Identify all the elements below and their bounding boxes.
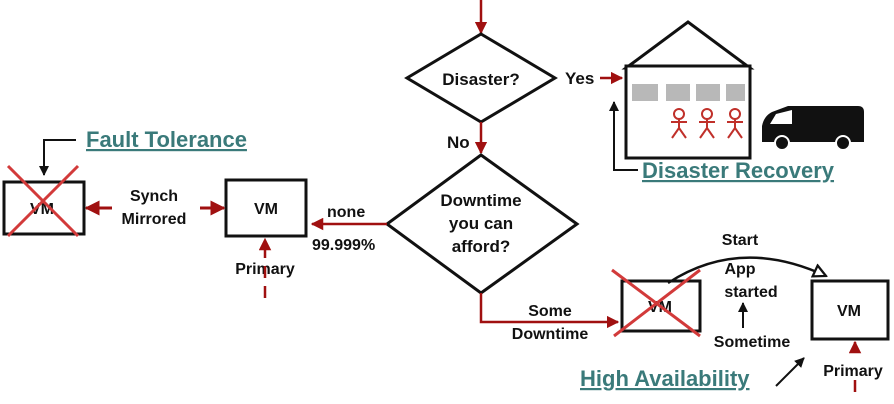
downtime-line-2: you can — [449, 214, 513, 233]
primary-ha-label-bg — [816, 357, 892, 379]
started-label: started — [724, 284, 777, 301]
person-icon — [699, 108, 715, 139]
van-icon — [762, 106, 864, 151]
start-label: Start — [722, 232, 759, 249]
disaster-recovery-title: Disaster Recovery — [642, 158, 835, 183]
downtime-line-1: Downtime — [440, 191, 521, 210]
start-label-bg — [716, 228, 766, 246]
some-downtime-arrow — [479, 293, 620, 329]
downtime-line-3: afford? — [452, 237, 511, 256]
fault-tolerance-pointer — [39, 139, 76, 176]
start-arc-arrow — [667, 256, 826, 285]
primary-vm-label: VM — [254, 201, 278, 218]
person-icon — [727, 108, 743, 139]
downtime-edge-label: Downtime — [512, 326, 589, 343]
yes-label: Yes — [565, 69, 594, 88]
some-label: Some — [528, 303, 572, 320]
sometime-label: Sometime — [714, 334, 791, 351]
availability-label: 99.999% — [312, 237, 375, 254]
person-icon — [671, 108, 687, 139]
high-availability-title: High Availability — [580, 366, 750, 391]
high-availability-pointer — [775, 357, 805, 387]
synch-label: Synch — [130, 188, 178, 205]
fault-tolerance-title: Fault Tolerance — [86, 127, 247, 152]
disaster-label: Disaster? — [442, 70, 519, 89]
disaster-recovery-pointer — [609, 101, 638, 171]
synch-label-bg — [112, 184, 200, 228]
cross-icon — [613, 268, 701, 338]
mirrored-label: Mirrored — [122, 211, 187, 228]
app-label: App — [724, 261, 755, 278]
no-label: No — [447, 133, 470, 152]
standby-vm-box — [810, 279, 890, 341]
primary-vm-box — [224, 178, 308, 238]
standby-vm-label: VM — [837, 303, 861, 320]
none-label: none — [327, 204, 365, 221]
cross-icon — [6, 164, 80, 238]
primary-label-ha: Primary — [823, 363, 883, 380]
warehouse-icon — [621, 20, 755, 160]
